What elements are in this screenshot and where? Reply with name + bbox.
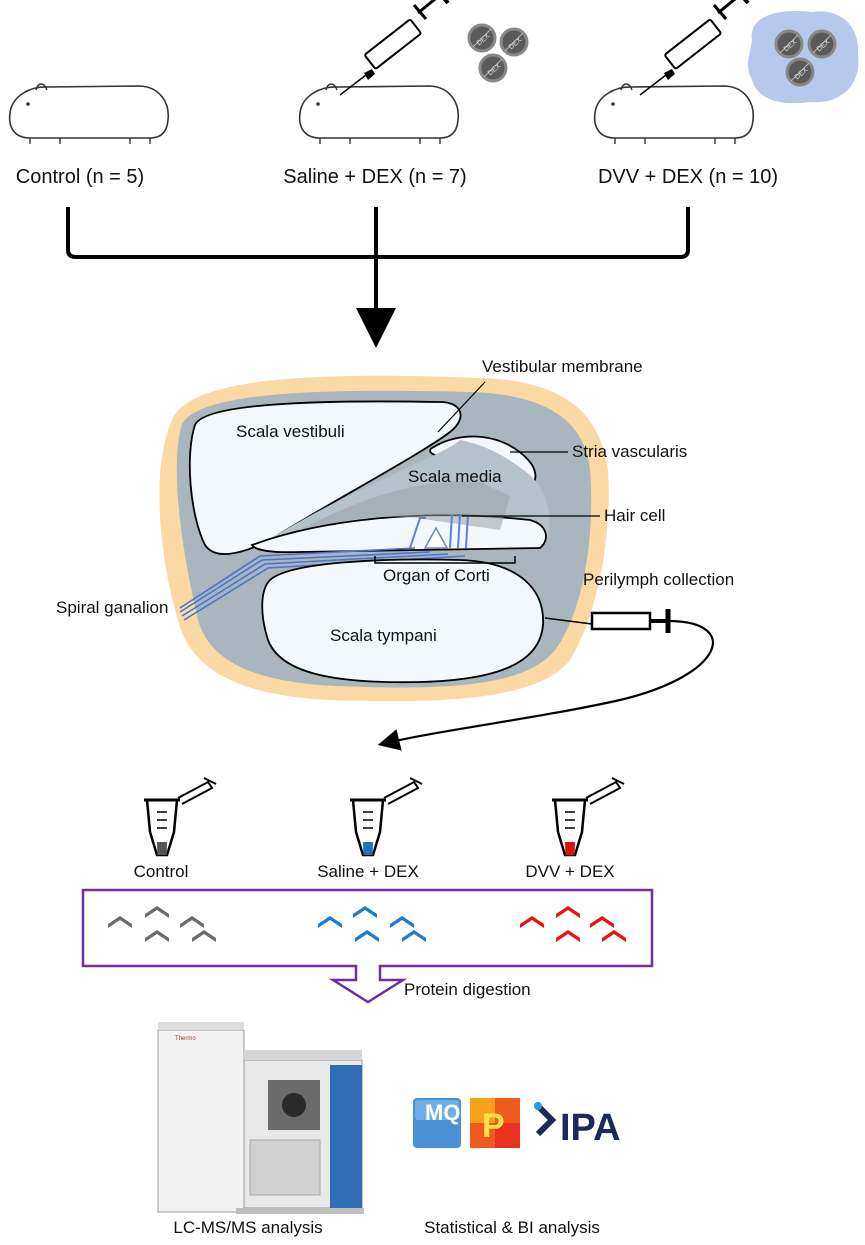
peptides-dvv-dex — [520, 906, 626, 942]
tube-control — [142, 776, 218, 857]
label-scala-media: Scala media — [408, 467, 502, 486]
stats-label: Statistical & BI analysis — [424, 1218, 600, 1237]
group-connector — [66, 207, 690, 348]
label-scala-vestibuli: Scala vestibuli — [236, 422, 345, 441]
protein-digestion-label: Protein digestion — [404, 980, 531, 999]
group-label-control: Control (n = 5) — [15, 166, 145, 188]
tube-saline-dex — [348, 776, 424, 857]
sample-label-control: Control — [133, 862, 189, 881]
ipa-text: IPA — [560, 1107, 621, 1149]
cochlea-diagram — [159, 375, 609, 702]
maxquant-logo: MQ — [413, 1098, 461, 1148]
perseus-text: P — [482, 1107, 505, 1145]
peptides-control — [108, 906, 216, 942]
label-organ-of-corti: Organ of Corti — [383, 566, 490, 585]
group-label-saline-dex: Saline + DEX (n = 7) — [283, 166, 467, 188]
perseus-logo: P — [470, 1098, 520, 1148]
sample-label-dvv-dex: DVV + DEX — [525, 862, 615, 881]
instrument-brand: Thermo — [175, 1036, 196, 1042]
group-label-dvv-dex: DVV + DEX (n = 10) — [597, 166, 779, 188]
label-hair-cell: Hair cell — [604, 506, 666, 525]
sample-label-saline-dex: Saline + DEX — [317, 862, 419, 881]
dvv-vesicle — [747, 10, 859, 104]
lcms-instrument — [157, 1022, 364, 1214]
label-perilymph-collection: Perilymph collection — [583, 570, 735, 589]
label-spiral-ganglion: Spiral ganalion — [56, 598, 169, 617]
peptides-saline-dex — [318, 906, 426, 942]
peptide-box — [81, 888, 654, 1004]
mq-text: MQ — [425, 1100, 460, 1125]
label-scala-tympani: Scala tympani — [330, 626, 437, 645]
dex-pills-saline — [467, 23, 529, 83]
tube-dvv-dex — [550, 776, 626, 857]
ipa-logo: IPA — [534, 1102, 621, 1149]
animal-saline-dex — [298, 0, 460, 145]
lcms-label: LC-MS/MS analysis — [173, 1218, 323, 1237]
label-stria-vascularis: Stria vascularis — [572, 442, 688, 461]
perilymph-syringe — [377, 609, 714, 751]
animal-control — [8, 83, 170, 145]
label-vestibular-membrane: Vestibular membrane — [482, 357, 643, 376]
animal-dvv-dex — [593, 0, 755, 145]
